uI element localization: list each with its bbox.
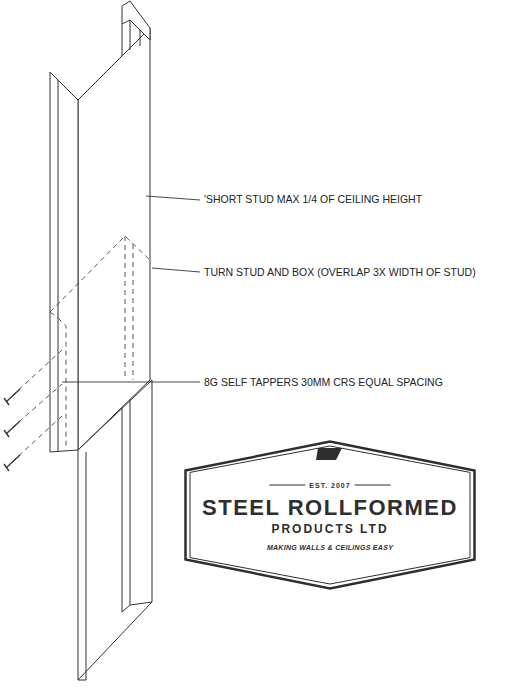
logo-title: STEEL ROLLFORMED: [202, 495, 458, 521]
upper-stud-lip: [58, 80, 59, 452]
callout-label: TURN STUD AND BOX (OVERLAP 3X WIDTH OF S…: [203, 266, 477, 278]
upper-stud-lip: [122, 24, 123, 56]
logo-text: PRODUCTS LTD: [271, 522, 388, 536]
lower-stud-edge: [86, 452, 87, 680]
lower-stud-end: [122, 602, 152, 612]
callout-label: 'SHORT STUD MAX 1/4 OF CEILING HEIGHT: [203, 193, 423, 205]
upper-stud-flange: [50, 72, 78, 452]
logo-text: MAKING WALLS & CEILINGS EASY: [267, 544, 393, 551]
upper-stud-fold: [140, 30, 141, 46]
lower-stud-end: [78, 680, 86, 681]
callout-label: 8G SELF TAPPERS 30MM CRS EQUAL SPACING: [203, 376, 444, 388]
leader-lines: [62, 196, 200, 382]
logo-text: EST. 2007: [309, 482, 350, 489]
upper-stud-lip: [130, 20, 131, 50]
logo-mark: [316, 448, 342, 460]
screws: [4, 389, 20, 471]
upper-stud-top-lip: [122, 1, 150, 40]
lower-stud-lip: [130, 390, 131, 605]
lower-stud-flange: [122, 395, 123, 612]
upper-stud-web: [78, 28, 150, 450]
logo-badge: EST. 2007STEEL ROLLFORMEDPRODUCTS LTD MAK…: [184, 440, 476, 590]
hidden-lines: [12, 236, 152, 462]
